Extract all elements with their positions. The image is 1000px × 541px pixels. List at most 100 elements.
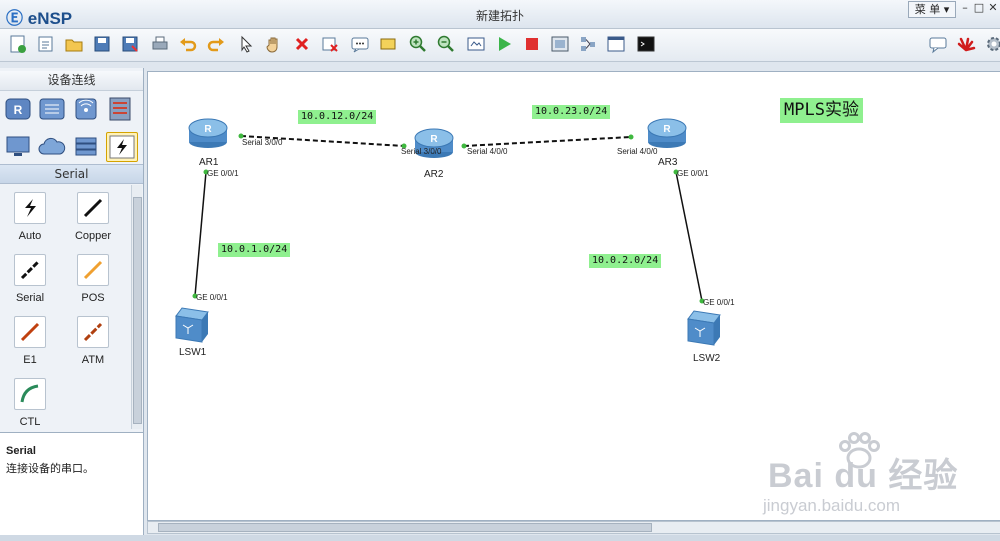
app-logo: Ⓔ eNSP <box>6 9 73 28</box>
cloud-icon[interactable] <box>36 132 68 162</box>
node-label-ar1: AR1 <box>199 157 219 168</box>
svg-text:R: R <box>430 134 438 145</box>
switch-icon[interactable] <box>175 307 209 343</box>
new-topology-icon[interactable] <box>8 34 28 54</box>
atm-cable-icon <box>83 322 103 342</box>
port-label: Serial 3/0/0 <box>401 147 442 156</box>
node-label-lsw2: LSW2 <box>693 353 721 364</box>
cable-list-scroll-thumb[interactable] <box>133 197 142 424</box>
settings-icon[interactable] <box>984 34 1000 54</box>
select-pointer-icon[interactable] <box>236 34 256 54</box>
cable-ctl[interactable]: CTL <box>8 378 52 434</box>
port-label: GE 0/0/1 <box>677 169 709 178</box>
router-icon[interactable]: R <box>2 94 34 124</box>
redo-icon[interactable] <box>206 34 226 54</box>
node-label-ar3: AR3 <box>658 157 678 168</box>
cable-serial[interactable]: Serial <box>8 254 52 310</box>
port-dot <box>192 293 198 299</box>
zoom-out-icon[interactable] <box>436 34 456 54</box>
link-ar2-ar3[interactable] <box>463 136 632 147</box>
connection-icon[interactable] <box>106 132 138 162</box>
capture-icon[interactable] <box>550 34 570 54</box>
link-ar1-ar2[interactable] <box>240 135 405 147</box>
delete-icon[interactable] <box>292 34 312 54</box>
cable-description: Serial 连接设备的串口。 <box>0 432 143 536</box>
e1-cable-icon <box>20 322 40 342</box>
port-dot <box>461 143 467 149</box>
port-dot <box>401 143 407 149</box>
topology-title-label[interactable]: MPLS实验 <box>780 98 863 123</box>
port-label: GE 0/0/1 <box>703 298 735 307</box>
port-label: Serial 3/0/0 <box>242 138 283 147</box>
pos-cable-icon <box>83 260 103 280</box>
cable-atm[interactable]: ATM <box>71 316 115 372</box>
device-panel-title: 设备连线 <box>0 71 143 91</box>
serial-cable-icon <box>20 260 40 280</box>
display-grid-icon[interactable] <box>606 34 626 54</box>
cable-copper[interactable]: Copper <box>71 192 115 248</box>
close-icon[interactable]: ✕ <box>988 1 998 14</box>
subnet-label[interactable]: 10.0.2.0/24 <box>589 254 662 268</box>
start-device-icon[interactable] <box>494 34 514 54</box>
pan-hand-icon[interactable] <box>264 34 284 54</box>
rectangle-icon[interactable] <box>378 34 398 54</box>
maximize-icon[interactable]: □ <box>973 1 985 14</box>
window-title: 新建拓扑 <box>475 9 524 23</box>
wlan-icon[interactable] <box>70 94 102 124</box>
delete-link-icon[interactable] <box>320 34 340 54</box>
chat-icon[interactable] <box>928 34 948 54</box>
zoom-in-icon[interactable] <box>408 34 428 54</box>
svg-text:R: R <box>204 124 212 135</box>
router-icon[interactable]: R <box>414 128 454 158</box>
save-icon[interactable] <box>92 34 112 54</box>
link-ar3-lsw2[interactable] <box>675 171 703 302</box>
link-ar1-lsw1[interactable] <box>194 171 207 297</box>
port-label: GE 0/0/1 <box>207 169 239 178</box>
switch-icon[interactable] <box>687 310 721 346</box>
ctl-cable-icon <box>20 384 39 403</box>
subnet-label[interactable]: 10.0.23.0/24 <box>532 105 611 119</box>
node-label-ar2: AR2 <box>424 169 444 180</box>
pc-icon[interactable] <box>2 132 34 162</box>
new-example-icon[interactable] <box>36 34 56 54</box>
cable-list-scrollbar[interactable] <box>131 185 142 429</box>
cable-category-title: Serial <box>0 164 143 184</box>
port-label: Serial 4/0/0 <box>467 147 508 156</box>
node-label-lsw1: LSW1 <box>179 347 207 358</box>
cable-auto[interactable]: Auto <box>8 192 52 248</box>
port-label: Serial 4/0/0 <box>617 147 658 156</box>
fit-view-icon[interactable] <box>466 34 486 54</box>
router-icon[interactable]: R <box>647 118 687 148</box>
main-toolbar <box>0 29 1000 62</box>
text-note-icon[interactable] <box>350 34 370 54</box>
undo-icon[interactable] <box>178 34 198 54</box>
cable-pos[interactable]: POS <box>71 254 115 310</box>
cable-e1[interactable]: E1 <box>8 316 52 372</box>
save-as-icon[interactable] <box>120 34 140 54</box>
menu-button[interactable]: 菜 单 ▾ <box>908 1 956 18</box>
status-bar <box>0 535 1000 541</box>
cli-icon[interactable] <box>636 34 656 54</box>
port-dot <box>699 298 705 304</box>
stop-device-icon[interactable] <box>522 34 542 54</box>
router-icon[interactable]: R <box>188 118 228 148</box>
subnet-label[interactable]: 10.0.12.0/24 <box>298 110 377 124</box>
firewall-icon[interactable] <box>104 94 136 124</box>
switch-icon[interactable] <box>36 94 68 124</box>
copper-cable-icon <box>83 198 103 218</box>
minimize-icon[interactable]: – <box>962 1 968 14</box>
topology-drawing: R AR1 R AR2 R AR3 LSW1 <box>175 118 735 364</box>
port-label: GE 0/0/1 <box>196 293 228 302</box>
open-icon[interactable] <box>64 34 84 54</box>
port-dot <box>238 133 244 139</box>
topology-icon[interactable] <box>578 34 598 54</box>
topology-canvas[interactable]: R AR1 R AR2 R AR3 LSW1 <box>147 71 1000 521</box>
huawei-logo-icon[interactable] <box>956 34 976 54</box>
canvas-scroll-thumb[interactable] <box>158 523 652 532</box>
cable-description-title: Serial <box>6 445 36 457</box>
canvas-horizontal-scrollbar[interactable] <box>147 521 1000 534</box>
other-device-icon[interactable] <box>70 132 102 162</box>
cable-description-text: 连接设备的串口。 <box>6 462 94 475</box>
print-icon[interactable] <box>150 34 170 54</box>
subnet-label[interactable]: 10.0.1.0/24 <box>218 243 291 257</box>
